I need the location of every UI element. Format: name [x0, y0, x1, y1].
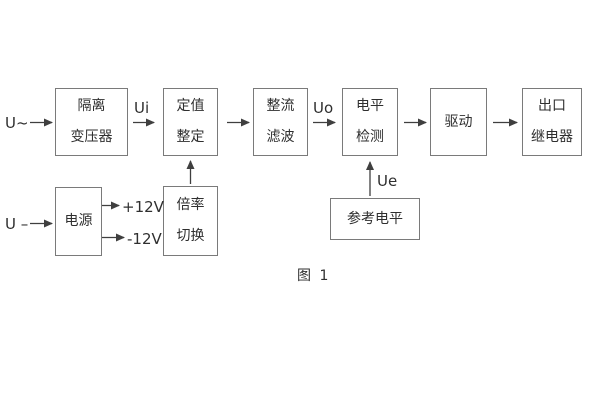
block-setting-adjust: 定值 整定 — [163, 88, 218, 156]
block-line: 切换 — [176, 228, 205, 244]
block-level-detect: 电平 检测 — [342, 88, 398, 156]
block-output-relay: 出口 继电器 — [522, 88, 582, 156]
block-ratio-switch: 倍率 切换 — [163, 186, 218, 256]
block-isolation-transformer: 隔离 变压器 — [55, 88, 128, 156]
block-line: 电源 — [64, 213, 93, 229]
block-line: 参考电平 — [347, 210, 403, 227]
block-line: 整定 — [176, 129, 205, 145]
block-rectify-filter: 整流 滤波 — [253, 88, 308, 156]
block-line: 出口 — [538, 98, 566, 114]
block-line: 定值 — [176, 98, 205, 114]
label-ue: Ue — [377, 172, 398, 190]
block-drive: 驱动 — [430, 88, 487, 156]
label-input-power: U – — [5, 215, 29, 233]
block-power-supply: 电源 — [55, 187, 102, 256]
figure-caption: 图 1 — [297, 268, 331, 284]
block-line: 检测 — [356, 129, 384, 145]
block-line: 变压器 — [70, 129, 113, 145]
label-ui: Ui — [134, 99, 150, 117]
label-uo: Uo — [313, 99, 334, 117]
block-line: 隔离 — [77, 98, 106, 114]
block-reference-level: 参考电平 — [330, 198, 420, 240]
block-line: 倍率 — [176, 197, 205, 213]
label-plus12: +12V — [122, 198, 164, 216]
label-minus12: -12V — [127, 230, 162, 248]
label-input-ac: U~ — [5, 114, 29, 132]
block-line: 整流 — [266, 98, 295, 114]
block-line: 滤波 — [266, 129, 295, 145]
block-line: 继电器 — [531, 129, 573, 145]
block-line: 电平 — [356, 98, 384, 114]
block-line: 驱动 — [444, 113, 473, 130]
